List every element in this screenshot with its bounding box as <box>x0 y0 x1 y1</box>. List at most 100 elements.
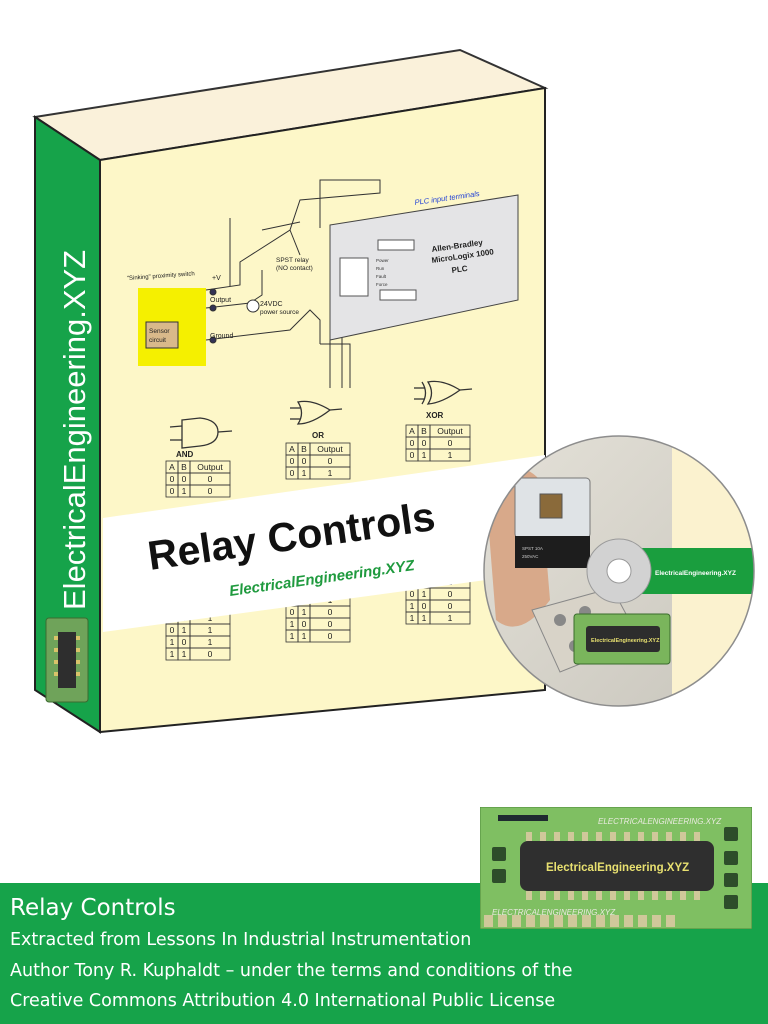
plc-led-fault: Fault <box>376 274 387 279</box>
cd-hole <box>606 558 632 584</box>
table-cell: 1 <box>302 468 307 478</box>
cd-label: ElectricalEngineering.XYZ <box>655 570 736 577</box>
table-cell: B <box>181 462 187 472</box>
table-cell: 0 <box>208 486 213 496</box>
table-cell: Output <box>317 444 343 454</box>
table-cell: 1 <box>410 601 415 611</box>
footer-author: Author Tony R. Kuphaldt – under the term… <box>10 961 573 981</box>
footer-title: Relay Controls <box>10 895 176 921</box>
table-cell-border <box>309 629 351 643</box>
table-cell: 0 <box>410 450 415 460</box>
sensor-label-1: Sensor <box>149 328 170 335</box>
table-cell: 1 <box>422 450 427 460</box>
table-cell: 0 <box>422 438 427 448</box>
output-label: Output <box>210 297 231 304</box>
supply-label-2: power source <box>260 309 299 316</box>
table-cell: 0 <box>170 486 175 496</box>
title-banner <box>103 455 545 632</box>
table-cell: 1 <box>422 613 427 623</box>
table-cell: 0 <box>328 607 333 617</box>
table-cell: 1 <box>208 613 213 623</box>
table-cell: 0 <box>328 456 333 466</box>
table-cell: 1 <box>410 613 415 623</box>
table-cell: 1 <box>182 649 187 659</box>
spine-chip-icon <box>45 617 89 703</box>
table-cell: 1 <box>182 486 187 496</box>
circuit-board-badge: ELECTRICALENGINEERING.XYZ ElectricalEngi… <box>480 807 752 929</box>
plc-led-run: Run <box>376 266 385 271</box>
book-front-cover <box>99 86 546 734</box>
footer-license: Creative Commons Attribution 4.0 Interna… <box>10 991 556 1011</box>
table-cell: 1 <box>182 625 187 635</box>
table-cell-border <box>189 647 231 661</box>
table-cell: 0 <box>208 474 213 484</box>
table-cell: B <box>421 426 427 436</box>
table-cell-border <box>309 466 351 480</box>
relay-label-2: (NO contact) <box>276 265 313 272</box>
table-cell: 1 <box>290 631 295 641</box>
plc-type: PLC <box>451 264 468 275</box>
table-cell: 1 <box>170 637 175 647</box>
table-cell: A <box>169 462 175 472</box>
sensor-label-2: circuit <box>149 337 166 344</box>
table-cell: 0 <box>170 474 175 484</box>
table-cell: Output <box>437 426 463 436</box>
supply-label-1: 24VDC <box>260 301 283 308</box>
and-label: AND <box>176 450 194 459</box>
switch-label: "Sinking" proximity switch <box>127 271 195 282</box>
xor-gate-icon <box>414 380 473 405</box>
table-cell: 1 <box>302 607 307 617</box>
table-cell: 1 <box>208 637 213 647</box>
v-plus-label: +V <box>212 275 221 282</box>
table-cell: Output <box>197 462 223 472</box>
table-cell: 0 <box>290 456 295 466</box>
svg-text:SPST 10A: SPST 10A <box>522 546 543 551</box>
table-cell: A <box>409 426 415 436</box>
ground-label: Ground <box>210 333 233 340</box>
table-cell: 0 <box>182 637 187 647</box>
xor-label: XOR <box>426 411 444 420</box>
table-cell: 1 <box>328 468 333 478</box>
plc-unit <box>329 194 519 341</box>
or-gate-icon <box>290 400 343 425</box>
table-cell: 0 <box>410 438 415 448</box>
cd-chip-label: ElectricalEngineering.XYZ <box>591 638 660 644</box>
table-cell: 0 <box>290 468 295 478</box>
plc-led-force: Force <box>376 282 388 287</box>
table-cell: 0 <box>290 607 295 617</box>
table-cell: 1 <box>170 649 175 659</box>
and-gate-icon <box>169 417 233 449</box>
table-cell: 1 <box>208 625 213 635</box>
table-cell: 0 <box>422 601 427 611</box>
table-cell: 0 <box>410 589 415 599</box>
table-cell: 0 <box>448 601 453 611</box>
table-cell: 0 <box>328 619 333 629</box>
table-cell: 1 <box>290 619 295 629</box>
svg-text:250VAC: 250VAC <box>522 554 539 559</box>
table-cell: B <box>301 444 307 454</box>
table-cell: 0 <box>302 619 307 629</box>
badge-center-text: ElectricalEngineering.XYZ <box>546 862 689 874</box>
table-cell: A <box>289 444 295 454</box>
or-label: OR <box>312 431 324 440</box>
table-cell: 0 <box>208 649 213 659</box>
relay-label-1: SPST relay <box>276 257 310 264</box>
table-cell: 1 <box>422 589 427 599</box>
footer-source: Extracted from Lessons In Industrial Ins… <box>10 930 472 950</box>
table-cell: 1 <box>448 613 453 623</box>
table-cell: 1 <box>302 631 307 641</box>
table-cell-border <box>429 611 471 625</box>
table-cell: 0 <box>448 589 453 599</box>
spine-title: ElectricalEngineering.XYZ <box>57 250 92 610</box>
badge-top-text: ELECTRICALENGINEERING.XYZ <box>598 817 722 826</box>
cd-outline <box>483 435 755 707</box>
table-cell-border <box>429 448 471 462</box>
table-cell: 0 <box>302 456 307 466</box>
table-cell: 0 <box>328 631 333 641</box>
wiring-diagram <box>138 179 381 388</box>
table-cell: 0 <box>448 438 453 448</box>
